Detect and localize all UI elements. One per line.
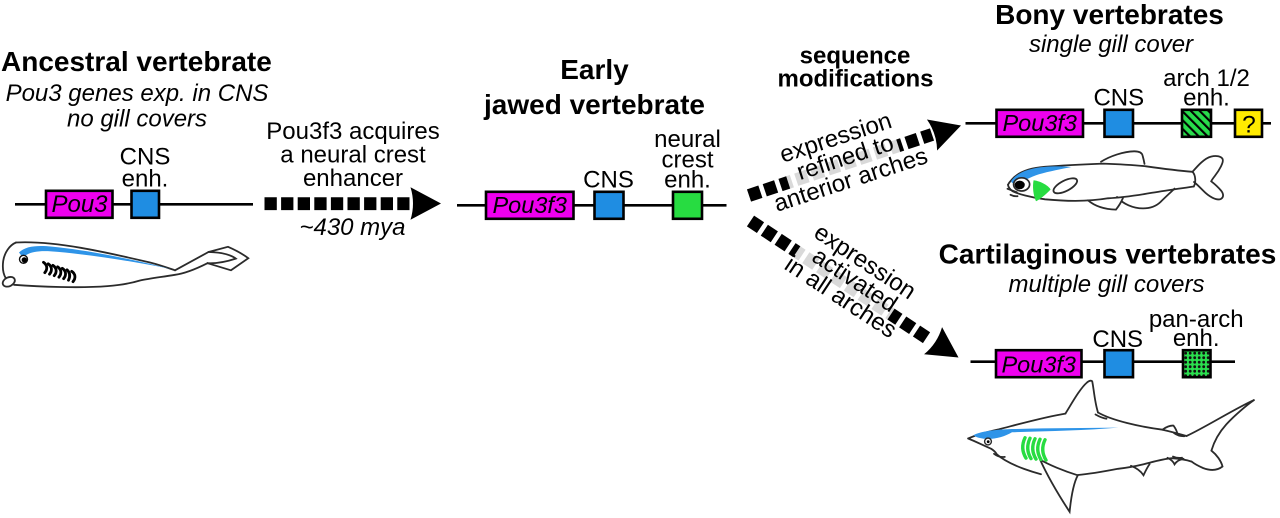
svg-text:CNS: CNS: [1093, 85, 1144, 112]
svg-text:Pou3: Pou3: [51, 191, 108, 218]
svg-text:crest: crest: [661, 147, 713, 174]
svg-text:Cartilaginous vertebrates: Cartilaginous vertebrates: [939, 239, 1277, 270]
svg-text:~430 mya: ~430 mya: [299, 214, 405, 241]
svg-text:a neural crest: a neural crest: [280, 142, 426, 169]
svg-text:enh.: enh.: [1183, 85, 1230, 112]
svg-text:single gill cover: single gill cover: [1029, 31, 1194, 58]
svg-text:CNS: CNS: [120, 144, 171, 171]
svg-text:Pou3f3 acquires: Pou3f3 acquires: [266, 118, 439, 145]
svg-text:enh.: enh.: [1173, 325, 1220, 352]
svg-text:enhancer: enhancer: [303, 165, 403, 192]
svg-text:Early: Early: [560, 54, 629, 85]
svg-text:Pou3f3: Pou3f3: [493, 192, 567, 218]
svg-text:neural: neural: [654, 126, 721, 153]
svg-text:CNS: CNS: [583, 167, 634, 194]
svg-text:multiple gill covers: multiple gill covers: [1008, 271, 1204, 298]
svg-text:Pou3f3: Pou3f3: [1003, 110, 1077, 136]
svg-text:Bony vertebrates: Bony vertebrates: [995, 0, 1224, 30]
svg-text:Pou3f3: Pou3f3: [1002, 352, 1076, 378]
svg-text:Ancestral vertebrate: Ancestral vertebrate: [1, 46, 272, 77]
svg-text:CNS: CNS: [1092, 326, 1143, 353]
svg-text:?: ?: [1242, 111, 1256, 138]
svg-text:no gill covers: no gill covers: [67, 106, 207, 133]
svg-text:modifications: modifications: [777, 66, 933, 93]
svg-text:pan-arch: pan-arch: [1149, 306, 1244, 333]
svg-text:Pou3 genes exp. in CNS: Pou3 genes exp. in CNS: [6, 80, 269, 107]
svg-text:jawed vertebrate: jawed vertebrate: [483, 89, 705, 120]
svg-text:enh.: enh.: [664, 167, 711, 194]
svg-text:enh.: enh.: [122, 166, 169, 193]
svg-text:sequence: sequence: [800, 43, 911, 70]
svg-text:arch 1/2: arch 1/2: [1163, 65, 1250, 92]
